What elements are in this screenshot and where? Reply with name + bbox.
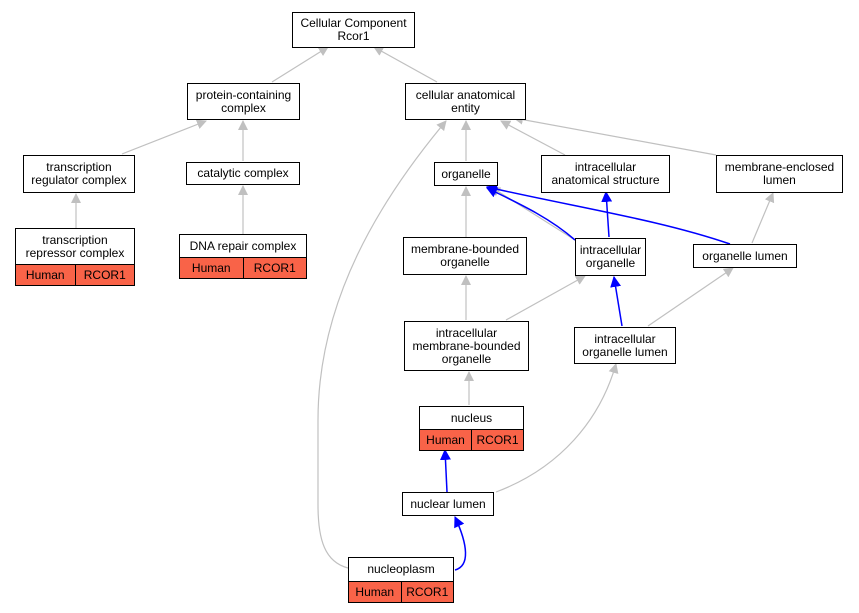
node-dna-repair-complex[interactable]: DNA repair complex Human RCOR1 bbox=[179, 234, 307, 279]
node-cellular-component-root[interactable]: Cellular Component Rcor1 bbox=[292, 12, 415, 48]
node-membrane-bounded-organelle[interactable]: membrane-bounded organelle bbox=[403, 237, 527, 275]
node-label: transcription repressor complex bbox=[16, 229, 134, 265]
node-intracellular-anatomical-structure[interactable]: intracellular anatomical structure bbox=[541, 155, 670, 193]
species-cell: Human bbox=[25, 268, 65, 282]
edge-io-org bbox=[490, 186, 576, 241]
node-membrane-enclosed-lumen[interactable]: membrane-enclosed lumen bbox=[716, 155, 843, 193]
edge-np-cae bbox=[317, 120, 447, 569]
species-cell: Human bbox=[355, 585, 395, 599]
edge-iol-ol bbox=[647, 267, 734, 327]
edge-iol-io-blue bbox=[610, 275, 623, 327]
edge-nl-iol bbox=[495, 363, 619, 493]
edge-cae-root bbox=[373, 46, 438, 83]
node-nuclear-lumen[interactable]: nuclear lumen bbox=[402, 492, 494, 516]
node-nucleoplasm[interactable]: nucleoplasm Human RCOR1 bbox=[348, 557, 454, 603]
node-label: nucleoplasm bbox=[349, 558, 453, 582]
node-organelle-lumen[interactable]: organelle lumen bbox=[693, 244, 797, 268]
node-organelle[interactable]: organelle bbox=[434, 162, 498, 186]
node-label: DNA repair complex bbox=[180, 235, 306, 258]
edge-ol-mel bbox=[751, 192, 775, 244]
node-label: nucleus bbox=[420, 407, 523, 430]
node-intracellular-organelle-lumen[interactable]: intracellular organelle lumen bbox=[574, 327, 676, 364]
node-intracellular-organelle[interactable]: intracellular organelle bbox=[575, 238, 646, 276]
node-protein-containing-complex[interactable]: protein-containing complex bbox=[187, 83, 300, 120]
edge-ias-cae bbox=[500, 120, 566, 156]
node-transcription-regulator-complex[interactable]: transcription regulator complex bbox=[23, 155, 135, 193]
annotation-row: Human RCOR1 bbox=[16, 265, 134, 285]
node-transcription-repressor-complex[interactable]: transcription repressor complex Human RC… bbox=[15, 228, 135, 286]
node-cellular-anatomical-entity[interactable]: cellular anatomical entity bbox=[405, 83, 526, 120]
annotation-row: Human RCOR1 bbox=[420, 430, 523, 450]
node-intracellular-membrane-bounded-organelle[interactable]: intracellular membrane-bounded organelle bbox=[404, 321, 529, 371]
gene-cell: RCOR1 bbox=[242, 258, 307, 278]
gene-cell: RCOR1 bbox=[400, 582, 454, 602]
gene-cell: RCOR1 bbox=[74, 265, 135, 285]
edge-ol-org-blue bbox=[485, 183, 731, 245]
edge-trc-pcc bbox=[121, 119, 207, 155]
edge-mel-cae bbox=[513, 114, 717, 156]
node-nucleus[interactable]: nucleus Human RCOR1 bbox=[419, 406, 524, 451]
node-catalytic-complex[interactable]: catalytic complex bbox=[186, 162, 300, 185]
species-cell: Human bbox=[191, 261, 231, 275]
edge-pcc-root bbox=[271, 46, 329, 83]
edge-imbo-io bbox=[505, 275, 586, 321]
edge-io-ias-blue bbox=[601, 190, 613, 238]
edge-np-nl-blue bbox=[454, 516, 467, 571]
edge-nl-nucleus-blue bbox=[439, 448, 451, 493]
annotation-row: Human RCOR1 bbox=[349, 582, 453, 602]
gene-cell: RCOR1 bbox=[471, 430, 523, 450]
species-cell: Human bbox=[426, 433, 465, 447]
annotation-row: Human RCOR1 bbox=[180, 258, 306, 278]
